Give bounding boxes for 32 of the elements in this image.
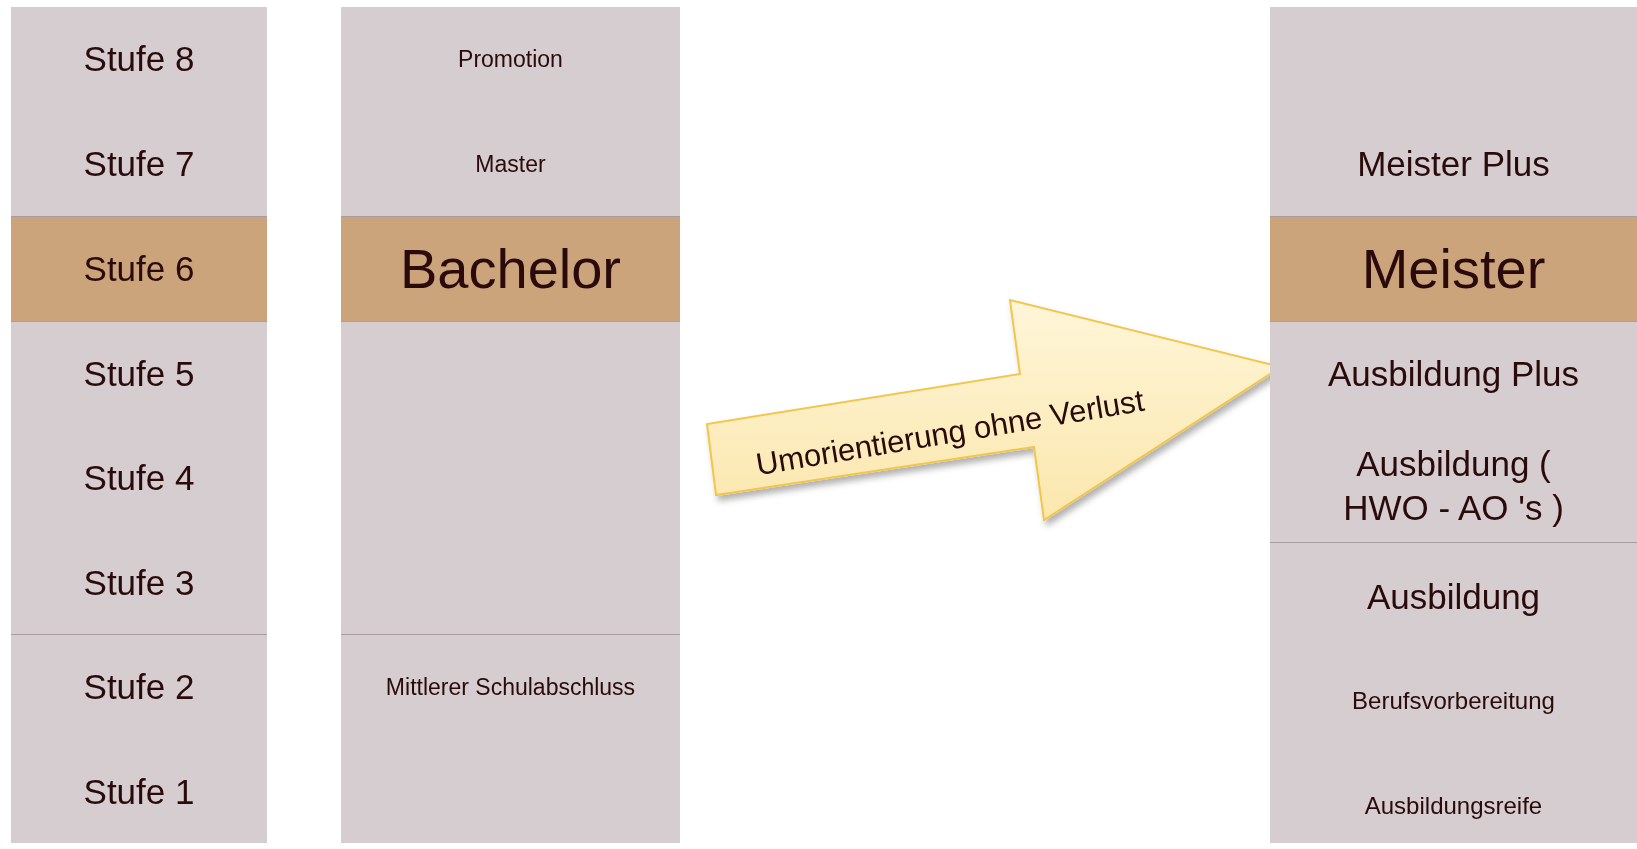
- level-label: Ausbildung: [1366, 576, 1541, 619]
- column-segment: [1270, 542, 1637, 843]
- column-segment: [341, 7, 680, 216]
- level-label: Mittlerer Schulabschluss: [385, 672, 636, 702]
- level-band: [341, 216, 680, 321]
- level-label: Master: [475, 149, 546, 179]
- level-label: Stufe 6: [83, 248, 195, 291]
- level-label: Bachelor: [400, 236, 621, 303]
- column-segment: [341, 320, 680, 634]
- level-band: [11, 216, 267, 321]
- level-label: Ausbildungsreife: [1364, 791, 1543, 821]
- level-label: Promotion: [458, 44, 563, 74]
- level-label: Stufe 8: [83, 38, 195, 81]
- level-label: Stufe 4: [83, 457, 195, 500]
- level-label: Ausbildung Plus: [1328, 352, 1579, 395]
- column-segment: [11, 7, 267, 216]
- level-label: Meister: [1361, 236, 1546, 303]
- level-label: Berufsvorbereitung: [1352, 686, 1555, 716]
- column-segment: [11, 320, 267, 634]
- level-label: Stufe 7: [83, 142, 195, 185]
- level-label: Ausbildung ( HWO - AO 's ): [1342, 443, 1565, 529]
- column-segment: [11, 634, 267, 843]
- level-label: Meister Plus: [1357, 142, 1550, 185]
- column-segment: [341, 634, 680, 843]
- column-segment: [1270, 7, 1637, 216]
- column-segment: [1270, 320, 1637, 542]
- level-band: [1270, 216, 1637, 321]
- arrow-label: Umorientierung ohne Verlust: [753, 382, 1147, 484]
- level-label: Stufe 1: [83, 770, 195, 813]
- level-label: Stufe 2: [83, 666, 195, 709]
- level-label: Stufe 5: [83, 352, 195, 395]
- level-label: Stufe 3: [83, 561, 195, 604]
